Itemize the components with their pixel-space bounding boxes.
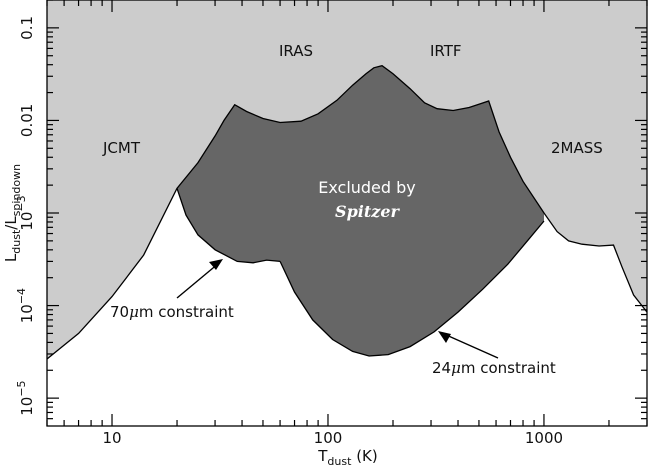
ylabel-main: L	[2, 253, 20, 262]
tick-labels: 10 100 1000 0.1 0.01 10−3 10−4 10−5	[15, 16, 563, 447]
spitzer-24um-constraint-line	[279, 220, 545, 357]
y-axis-title: Ldust/Lspindown	[2, 164, 23, 262]
x-tick-label: 100	[314, 429, 343, 447]
x-axis-title: Tdust (K)	[317, 447, 377, 468]
y-tick-label: 10−5	[15, 380, 36, 415]
y-tick-label: 0.1	[18, 16, 36, 40]
x-tick-label: 10	[102, 429, 121, 447]
c24-suffix: m constraint	[461, 359, 556, 377]
c24-mu: μ	[451, 359, 461, 377]
excluded-label-line1: Excluded by	[318, 178, 416, 197]
constraint-70um-label: 70μm constraint	[110, 303, 234, 321]
arrow-24um-shaft	[443, 333, 499, 359]
y-tick-label: 10−3	[15, 195, 36, 230]
ylabel-sub1: dust	[10, 229, 23, 254]
prior-constraints-region	[47, 0, 647, 359]
y-tick-label: 10−4	[15, 288, 36, 323]
c70-suffix: m constraint	[139, 303, 234, 321]
prior-upper-limit-line	[46, 64, 648, 360]
ylabel-sep: /L	[2, 216, 20, 230]
twomass-label: 2MASS	[551, 139, 603, 157]
excluded-label-line2: Spitzer	[335, 202, 400, 221]
spitzer-excluded-region	[177, 65, 544, 356]
irtf-label: IRTF	[430, 42, 462, 60]
iras-label: IRAS	[279, 42, 313, 60]
arrow-24um-head	[438, 331, 451, 343]
xlabel-unit: (K)	[351, 447, 377, 465]
arrow-70um-shaft	[176, 262, 220, 299]
jcmt-label: JCMT	[102, 139, 141, 157]
ylabel-sub2: spindown	[10, 164, 23, 216]
c70-mu: μ	[129, 303, 139, 321]
x-tick-label: 1000	[525, 429, 563, 447]
xlabel-main: T	[317, 447, 328, 465]
y-tick-label: 0.01	[18, 104, 36, 137]
arrow-70um-head	[209, 259, 223, 270]
c70-prefix: 70	[110, 303, 129, 321]
axis-ticks	[46, 0, 648, 426]
constraint-24um-label: 24μm constraint	[432, 359, 556, 377]
plot-frame	[46, 0, 648, 427]
c24-prefix: 24	[432, 359, 451, 377]
spitzer-70um-constraint-line	[176, 188, 281, 264]
xlabel-sub: dust	[327, 455, 352, 468]
